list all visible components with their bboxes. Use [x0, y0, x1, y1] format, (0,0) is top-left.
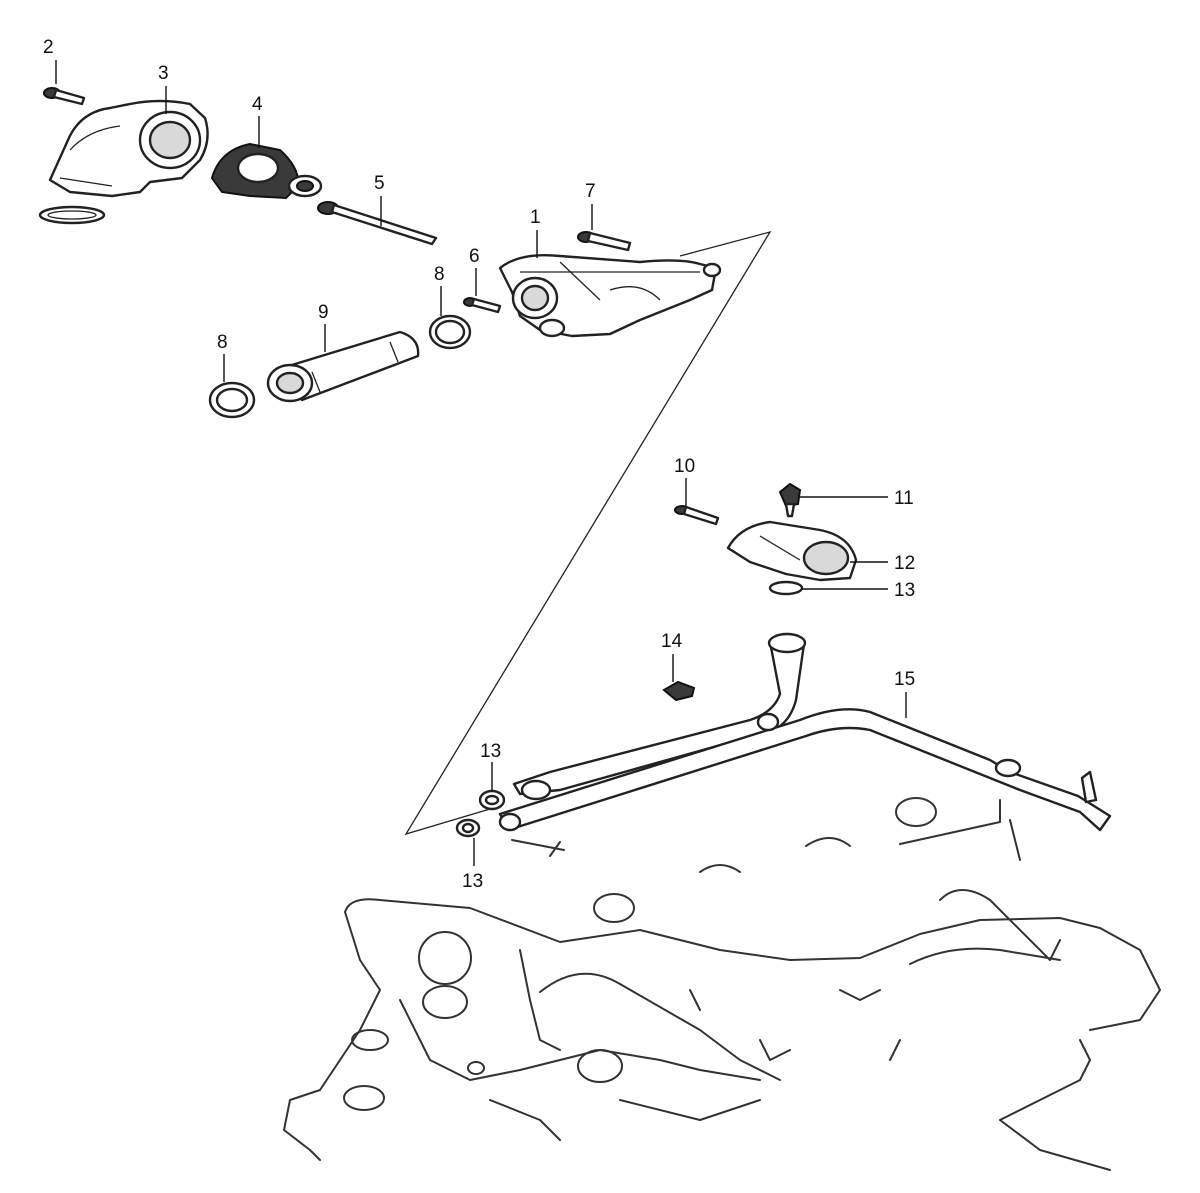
part-13-o-ring-upper: [768, 580, 804, 596]
part-5-long-bolt: [317, 201, 438, 246]
callout-7: 7: [585, 181, 596, 202]
callout-8-upper: 8: [434, 264, 445, 285]
callout-13-middle: 13: [480, 741, 501, 762]
part-9-water-pipe: [266, 330, 420, 403]
callout-10: 10: [674, 456, 695, 477]
callout-11: 11: [894, 488, 914, 509]
part-8-o-ring-lower: [208, 381, 256, 419]
callout-12: 12: [894, 553, 915, 574]
callout-15: 15: [894, 669, 915, 690]
callout-1: 1: [530, 207, 541, 228]
callout-4: 4: [252, 94, 263, 115]
part-13-o-ring-middle: [478, 789, 506, 811]
part-14-nut: [662, 680, 696, 702]
part-12-water-outlet: [726, 520, 858, 582]
callout-9: 9: [318, 302, 329, 323]
part-11-sensor: [778, 482, 802, 518]
part-8-o-ring-upper: [428, 314, 472, 350]
part-3-water-outlet: [38, 99, 209, 225]
callout-3: 3: [158, 63, 169, 84]
part-1-water-inlet-housing: [498, 254, 722, 338]
callout-14: 14: [661, 631, 683, 652]
callout-5: 5: [374, 173, 385, 194]
callout-2: 2: [43, 37, 54, 58]
engine-block-outline: [283, 797, 1161, 1171]
callout-numbers: 2 3 4 5 7 1 6 8 9 8 10 11 12 13 14 15 13…: [43, 37, 915, 892]
callout-13-lower: 13: [462, 871, 483, 892]
part-10-bolt: [674, 505, 720, 526]
part-15-bypass-pipe: [498, 632, 1112, 832]
part-7-bolt: [577, 231, 632, 252]
part-2-bolt: [43, 87, 86, 106]
callout-13-upper: 13: [894, 580, 915, 601]
assembly-outline: [404, 230, 772, 836]
part-4-thermostat: [210, 142, 323, 200]
part-13-o-ring-lower: [455, 818, 481, 838]
callout-6: 6: [469, 246, 480, 267]
callout-8-lower: 8: [217, 332, 228, 353]
part-6-bolt: [463, 297, 502, 314]
leader-lines: [55, 60, 907, 866]
